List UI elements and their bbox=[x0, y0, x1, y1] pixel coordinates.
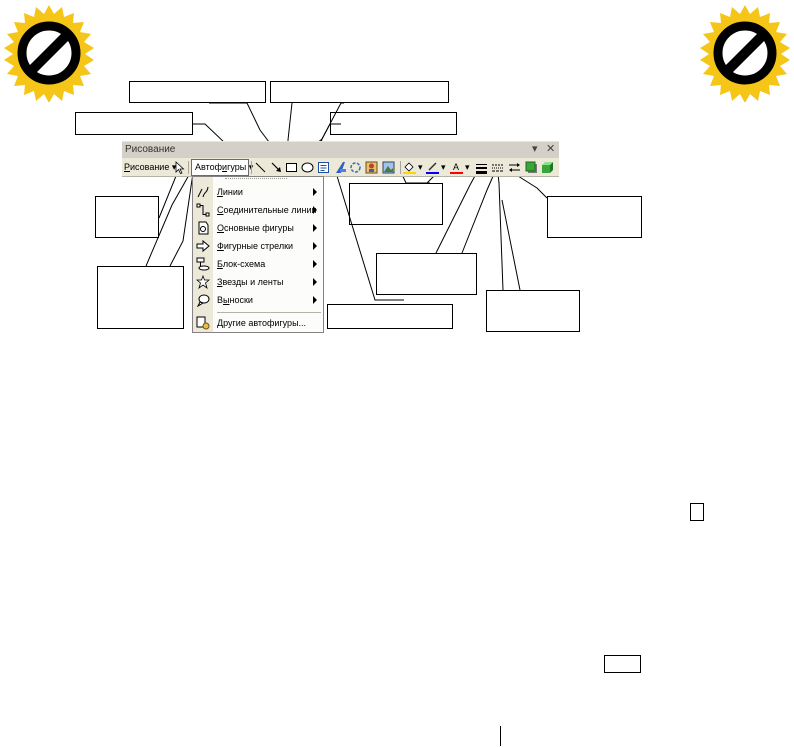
chevron-down-icon[interactable]: ▾ bbox=[441, 162, 446, 172]
font-color-icon[interactable]: A bbox=[450, 161, 463, 174]
toolbar-title-bar[interactable]: Рисование ▾ ✕ bbox=[122, 141, 559, 158]
shadow-icon[interactable] bbox=[525, 161, 538, 174]
callout-select bbox=[97, 266, 184, 329]
callout-line-color bbox=[376, 253, 477, 295]
callout-picture bbox=[327, 304, 453, 329]
drawing-toolbar: Рисование ▾ Автофигуры ▾ ▾ ▾ bbox=[122, 158, 559, 177]
chevron-down-icon[interactable]: ▾ bbox=[465, 162, 470, 172]
dash-style-icon[interactable] bbox=[491, 161, 504, 174]
menu-item-flowchart[interactable]: Блок-схема bbox=[193, 255, 323, 273]
submenu-arrow-icon bbox=[313, 206, 317, 214]
text-box-icon[interactable] bbox=[317, 161, 330, 174]
menu-item-stars-banners[interactable]: Звезды и ленты bbox=[193, 273, 323, 291]
connectors-icon bbox=[196, 203, 210, 217]
menu-item-connectors[interactable]: Соединительные линии bbox=[193, 201, 323, 219]
callouts-icon bbox=[196, 294, 210, 307]
arrow-icon[interactable] bbox=[270, 161, 283, 174]
toolbar-options-icon[interactable]: ▾ bbox=[532, 143, 538, 155]
callout-dash-style bbox=[486, 290, 580, 332]
autoshapes-menu-button[interactable]: Автофигуры ▾ bbox=[191, 159, 253, 176]
chevron-down-icon: ▾ bbox=[171, 162, 177, 172]
submenu-arrow-icon bbox=[313, 242, 317, 250]
more-autoshapes-icon bbox=[196, 316, 210, 330]
basic-shapes-icon bbox=[198, 221, 209, 235]
flowchart-icon bbox=[196, 257, 210, 271]
lines-icon bbox=[197, 186, 209, 198]
picture-icon[interactable] bbox=[382, 161, 395, 174]
submenu-arrow-icon bbox=[313, 224, 317, 232]
arrow-style-icon[interactable] bbox=[508, 161, 521, 174]
menu-divider bbox=[217, 312, 321, 313]
toolbar-title: Рисование bbox=[125, 144, 176, 155]
callout-fill-color bbox=[349, 183, 443, 225]
diagram-icon[interactable] bbox=[349, 161, 362, 174]
callout-drawing-menu bbox=[95, 196, 159, 238]
menu-item-basic-shapes[interactable]: Основные фигуры bbox=[193, 219, 323, 237]
prohibited-badge-right bbox=[700, 5, 790, 102]
submenu-arrow-icon bbox=[313, 260, 317, 268]
toolbar-separator bbox=[188, 161, 189, 174]
line-icon[interactable] bbox=[254, 161, 267, 174]
page-mark-box-2 bbox=[604, 655, 641, 673]
callout-line-tool bbox=[129, 81, 266, 103]
callout-arrow-tool bbox=[270, 81, 449, 103]
menu-tear-off-handle[interactable] bbox=[225, 178, 287, 182]
page-mark-line bbox=[500, 726, 501, 746]
rectangle-icon[interactable] bbox=[285, 161, 298, 174]
menu-item-lines[interactable]: Линии bbox=[193, 183, 323, 201]
autoshapes-menu: Линии Соединительные линии Основные фигу… bbox=[192, 176, 324, 333]
toolbar-separator bbox=[400, 161, 401, 174]
select-objects-icon[interactable] bbox=[173, 161, 186, 174]
page-mark-box-1 bbox=[690, 503, 704, 521]
fill-color-icon[interactable] bbox=[403, 161, 416, 174]
stars-banners-icon bbox=[196, 275, 210, 289]
clip-art-icon[interactable] bbox=[365, 161, 378, 174]
wordart-icon[interactable] bbox=[334, 161, 347, 174]
line-color-icon[interactable] bbox=[426, 161, 439, 174]
submenu-arrow-icon bbox=[313, 188, 317, 196]
callout-arrow-style bbox=[547, 196, 642, 238]
submenu-arrow-icon bbox=[313, 278, 317, 286]
3d-icon[interactable] bbox=[541, 161, 554, 174]
callout-autoshapes-top bbox=[75, 112, 193, 135]
toolbar-separator bbox=[251, 161, 252, 174]
svg-text:A: A bbox=[453, 162, 459, 172]
line-style-icon[interactable] bbox=[475, 161, 488, 174]
menu-item-more-autoshapes[interactable]: Другие автофигуры... bbox=[193, 314, 323, 332]
chevron-down-icon[interactable]: ▾ bbox=[418, 162, 423, 172]
prohibited-badge-left bbox=[4, 5, 94, 102]
drawing-menu-button[interactable]: Рисование ▾ bbox=[124, 162, 177, 172]
close-icon[interactable]: ✕ bbox=[546, 143, 556, 155]
submenu-arrow-icon bbox=[313, 296, 317, 304]
oval-icon[interactable] bbox=[301, 161, 314, 174]
menu-item-callouts[interactable]: Выноски bbox=[193, 291, 323, 309]
block-arrows-icon bbox=[196, 239, 210, 253]
menu-item-block-arrows[interactable]: Фигурные стрелки bbox=[193, 237, 323, 255]
